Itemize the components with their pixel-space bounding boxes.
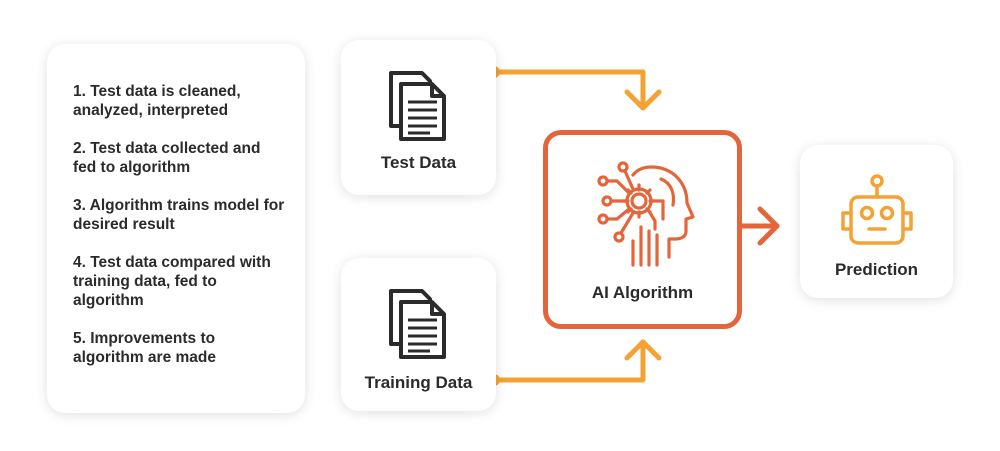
- robot-icon: [841, 174, 913, 245]
- document-stack-icon: [389, 289, 446, 359]
- test-to-algorithm-arrow: [488, 66, 662, 111]
- steps-card: 1. Test data is cleaned, analyzed, inter…: [47, 44, 305, 413]
- training-data-label: Training Data: [364, 373, 473, 392]
- step-item: 2. Test data collected and fed to algori…: [73, 140, 261, 176]
- training-data-card: Training Data: [341, 258, 496, 411]
- test-data-card: Test Data: [341, 40, 496, 195]
- document-stack-icon: [389, 71, 446, 141]
- ai-algorithm-box: AI Algorithm: [543, 130, 742, 329]
- step-item: 5. Improvements to algorithm are made: [73, 330, 216, 366]
- step-item: 3. Algorithm trains model for desired re…: [73, 197, 285, 233]
- test-data-label: Test Data: [380, 153, 457, 172]
- prediction-card: Prediction: [800, 145, 953, 298]
- steps-list: 1. Test data is cleaned, analyzed, inter…: [47, 44, 305, 367]
- ai-algorithm-label: AI Algorithm: [591, 283, 694, 302]
- step-item: 1. Test data is cleaned, analyzed, inter…: [73, 83, 241, 119]
- prediction-label: Prediction: [834, 260, 919, 279]
- step-item: 4. Test data compared with training data…: [73, 254, 271, 309]
- training-to-algorithm-arrow: [488, 339, 662, 386]
- ai-head-circuit-icon: [597, 161, 695, 267]
